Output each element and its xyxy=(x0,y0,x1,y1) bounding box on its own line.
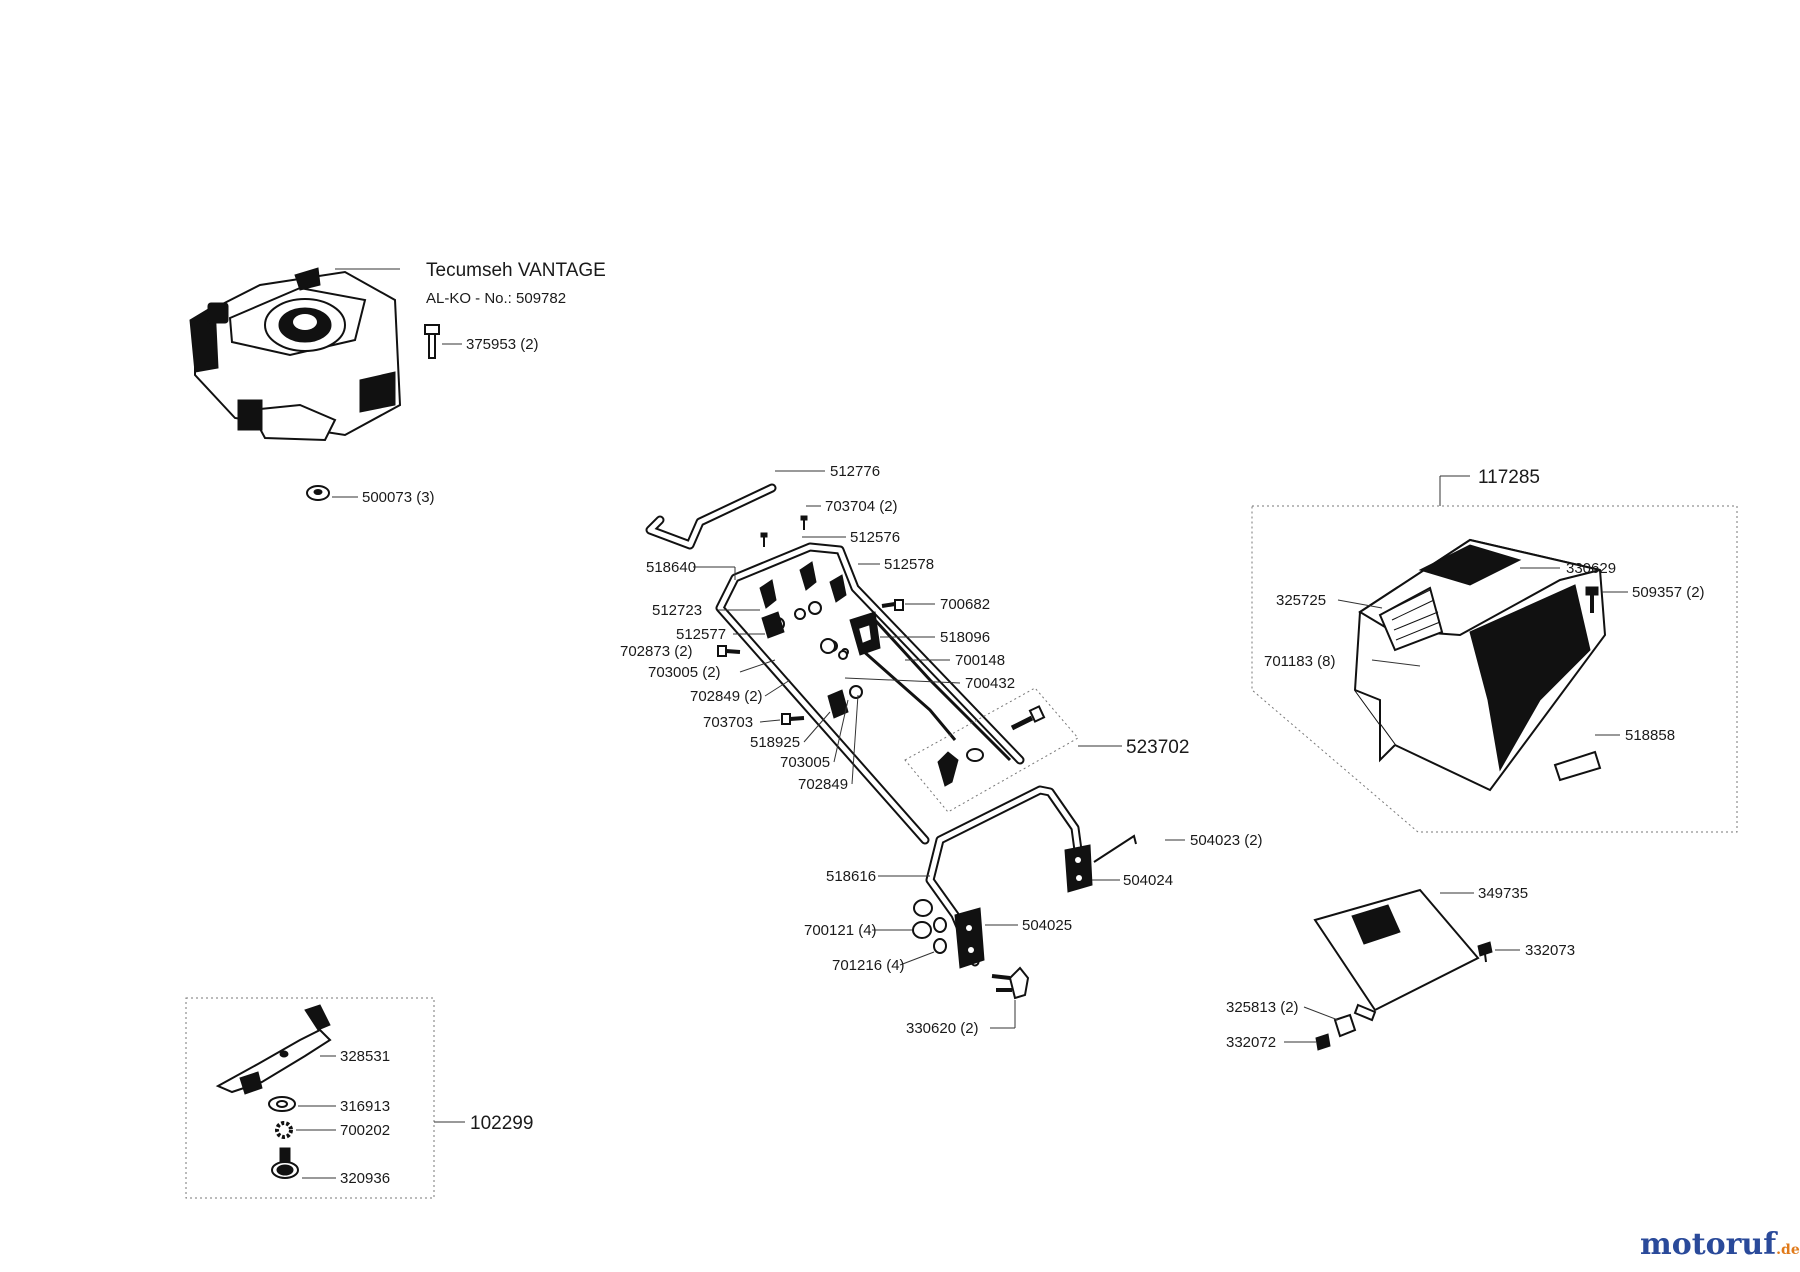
label-518640: 518640 xyxy=(646,559,696,576)
label-332072: 332072 xyxy=(1226,1034,1276,1051)
label-325813: 325813 (2) xyxy=(1226,999,1299,1016)
label-512577: 512577 xyxy=(676,626,726,643)
label-509357: 509357 (2) xyxy=(1632,584,1705,601)
engine-drawing xyxy=(189,267,402,442)
label-518096: 518096 xyxy=(940,629,990,646)
label-703005-2: 703005 (2) xyxy=(648,664,721,681)
label-702849: 702849 xyxy=(798,776,848,793)
label-701216: 701216 (4) xyxy=(832,957,905,974)
bolt-375953 xyxy=(424,324,440,359)
label-504024: 504024 xyxy=(1123,872,1173,889)
grass-catcher-drawing xyxy=(1353,538,1607,792)
lower-handle-frame-518640 xyxy=(715,542,1025,845)
label-700682: 700682 xyxy=(940,596,990,613)
bolt-700682 xyxy=(881,599,904,611)
label-349735: 349735 xyxy=(1478,885,1528,902)
label-703005: 703005 xyxy=(780,754,830,771)
grass-catcher-box xyxy=(1251,505,1738,833)
label-700121: 700121 (4) xyxy=(804,922,877,939)
label-332073: 332073 xyxy=(1525,942,1575,959)
label-330629: 330629 xyxy=(1566,560,1616,577)
blade-328531 xyxy=(215,1004,332,1095)
bracket-504024 xyxy=(1064,844,1093,893)
label-700432: 700432 xyxy=(965,675,1015,692)
cable-clips xyxy=(759,561,849,656)
label-518858: 518858 xyxy=(1625,727,1675,744)
label-504023: 504023 (2) xyxy=(1190,832,1263,849)
label-523702: 523702 xyxy=(1126,737,1189,758)
label-504025: 504025 xyxy=(1022,917,1072,934)
watermark-logo: motoruf.de xyxy=(1640,1227,1800,1262)
spring-325813 xyxy=(1333,1013,1357,1038)
label-117285: 117285 xyxy=(1478,467,1540,488)
handle-kit-parts xyxy=(937,705,1046,787)
washer-316913 xyxy=(268,1096,296,1112)
label-316913: 316913 xyxy=(340,1098,390,1115)
washers-701216 xyxy=(933,917,947,954)
label-702849-2: 702849 (2) xyxy=(690,688,763,705)
bolt-702873 xyxy=(717,645,741,657)
label-512723: 512723 xyxy=(652,602,702,619)
screw-332073 xyxy=(1477,941,1493,963)
label-518925: 518925 xyxy=(750,734,800,751)
handle-kit-box xyxy=(904,687,1079,813)
label-702873: 702873 (2) xyxy=(620,643,693,660)
label-701183: 701183 (8) xyxy=(1264,653,1335,670)
upper-handle-512776 xyxy=(645,483,777,550)
nut-500073 xyxy=(306,485,330,501)
label-102299: 102299 xyxy=(470,1113,533,1134)
label-328531: 328531 xyxy=(340,1048,390,1065)
engine-title: Tecumseh VANTAGE xyxy=(426,260,606,281)
bolt-320936 xyxy=(271,1147,299,1179)
lockwasher-700202 xyxy=(275,1121,293,1139)
lever-518096 xyxy=(849,611,1012,762)
bolt-703703 xyxy=(781,713,805,725)
knob-518925 xyxy=(827,685,863,719)
watermark-brand: motoruf xyxy=(1640,1227,1778,1262)
washer-700432 xyxy=(820,638,848,660)
label-512576: 512576 xyxy=(850,529,900,546)
label-320936: 320936 xyxy=(340,1170,390,1187)
label-512578: 512578 xyxy=(884,556,934,573)
label-375953: 375953 (2) xyxy=(466,336,539,353)
screw-703704 xyxy=(760,515,808,547)
label-518616: 518616 xyxy=(826,868,876,885)
label-325725: 325725 xyxy=(1276,592,1326,609)
label-500073: 500073 (3) xyxy=(362,489,435,506)
label-512776: 512776 xyxy=(830,463,880,480)
label-700148: 700148 xyxy=(955,652,1005,669)
label-703703: 703703 xyxy=(703,714,753,731)
flap-349735 xyxy=(1313,888,1480,1022)
spring-504023 xyxy=(1093,834,1137,863)
blade-kit-box xyxy=(185,997,435,1199)
screw-509357 xyxy=(1585,586,1599,613)
screw-332072 xyxy=(1315,1033,1331,1051)
label-703704: 703704 (2) xyxy=(825,498,898,515)
engine-subtitle: AL-KO - No.: 509782 xyxy=(426,290,566,307)
label-330620: 330620 (2) xyxy=(906,1020,979,1037)
bolts-330620 xyxy=(991,966,1030,1000)
label-700202: 700202 xyxy=(340,1122,390,1139)
lower-handle-518616 xyxy=(925,785,1087,967)
bracket-504025 xyxy=(954,907,985,969)
knobs-700121 xyxy=(912,899,933,939)
watermark-tld: .de xyxy=(1776,1242,1800,1258)
